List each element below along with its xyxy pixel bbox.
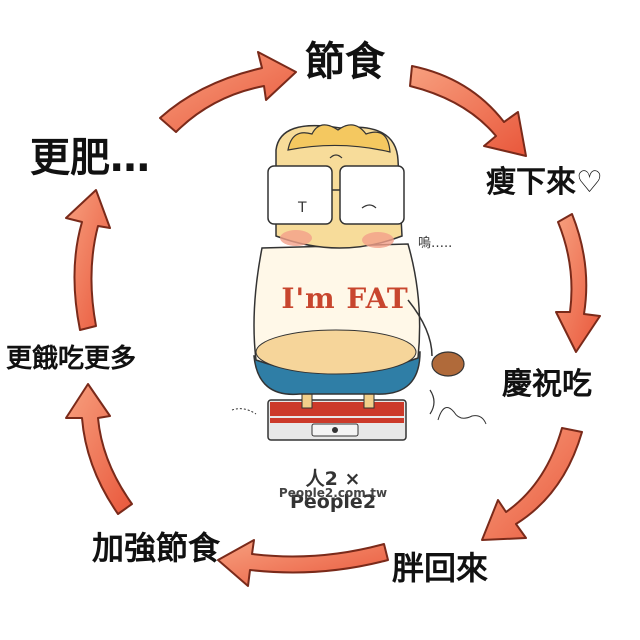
step-fat-again: 胖回來 bbox=[392, 549, 489, 587]
arrow-slim-to-celebrate bbox=[555, 213, 601, 353]
shirt-text: I'm FAT bbox=[281, 282, 409, 315]
arrow-fatagain-to-strengthen bbox=[217, 539, 389, 587]
step-diet: 節食 bbox=[305, 39, 385, 85]
step-slim-down: 瘦下來♡ bbox=[486, 165, 603, 200]
arrow-strengthen-to-hungrier bbox=[65, 383, 133, 515]
brand-logo-text: 人2 × People2 bbox=[289, 468, 377, 513]
step-celebrate-eat: 慶祝吃 bbox=[502, 367, 592, 402]
sigh-text: 嗚….. bbox=[418, 236, 453, 251]
step-hungrier-eat-more: 更餓吃更多 bbox=[6, 344, 137, 374]
arrow-fat-to-diet bbox=[159, 51, 297, 133]
bathroom-scale bbox=[267, 399, 407, 441]
arrow-hungrier-to-fat bbox=[65, 189, 111, 331]
step-strengthen-diet: 加強節食 bbox=[92, 529, 221, 567]
arrow-diet-to-slim bbox=[409, 65, 527, 157]
step-even-fatter: 更肥… bbox=[30, 135, 150, 181]
svg-text:T: T bbox=[297, 200, 307, 216]
brand-url: People2.com.tw bbox=[278, 486, 388, 500]
arrow-celebrate-to-fatagain bbox=[481, 427, 583, 541]
artist-signature-mark bbox=[437, 407, 487, 425]
